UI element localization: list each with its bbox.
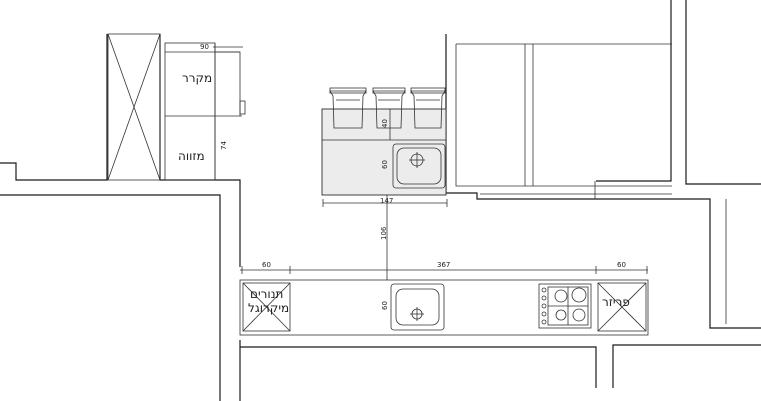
dim-island-depth: 60 [381,160,389,169]
island [321,108,447,196]
dim-right-end: 60 [617,261,626,269]
dim-top-width: 90 [200,43,209,51]
dim-line-island [322,199,448,207]
dim-counter-depth: 60 [381,301,389,310]
dim-run-length: 367 [437,261,450,269]
dim-pantry-depth: 74 [220,141,228,150]
counter-sink [390,283,445,331]
dim-aisle: 106 [380,226,388,240]
cooktop [538,283,592,329]
bar-stool [329,87,367,129]
island-sink [392,143,446,189]
label-freezer: פריזר [602,295,630,309]
bar-stool [372,87,406,129]
label-ovens: תנורים [250,287,283,301]
tall-units [107,33,246,181]
label-pantry: מזווה [178,149,205,163]
dim-left-end: 60 [262,261,271,269]
counter-run [239,279,649,336]
dim-line-run [240,266,648,274]
label-fridge: מקרר [182,71,212,85]
bar-stool [410,87,446,129]
dim-island-depth-upper: 40 [381,119,389,128]
label-microwave: מיקרוגל [248,301,289,315]
